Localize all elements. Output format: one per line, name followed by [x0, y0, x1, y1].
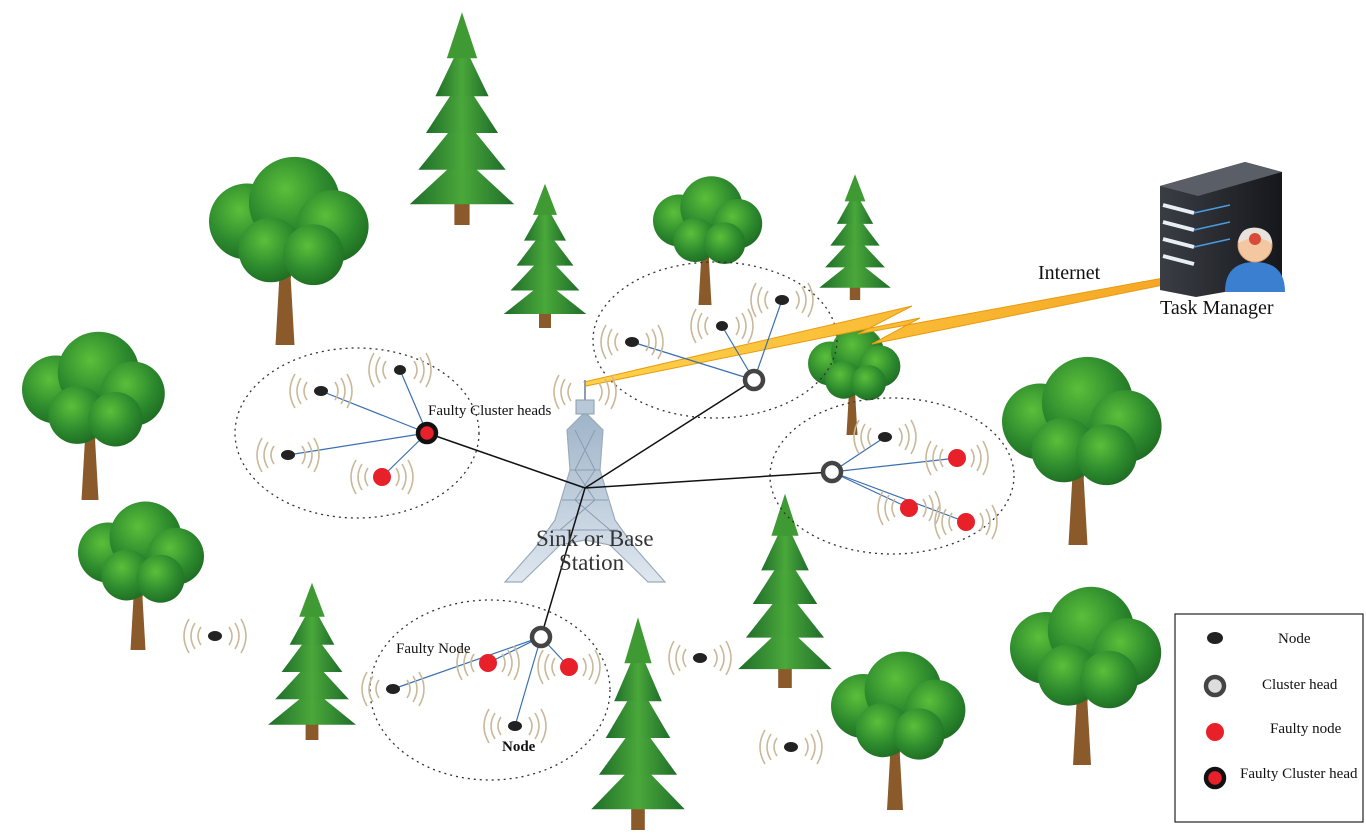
tree-icon	[653, 176, 763, 305]
tree-icon	[409, 12, 515, 226]
task-manager-label: Task Manager	[1160, 297, 1274, 319]
server-with-user-icon	[1160, 162, 1285, 297]
node	[281, 450, 295, 460]
tree-icon	[503, 183, 587, 328]
cluster-boundary-left	[234, 347, 480, 519]
cluster-head	[820, 460, 844, 484]
faulty-cluster-head	[415, 421, 439, 445]
node	[208, 631, 222, 641]
tree-icon	[808, 326, 901, 435]
cluster-boundary-bottom	[369, 599, 611, 781]
cluster-boundary-right	[769, 397, 1015, 555]
faulty-cluster-heads-label: Faulty Cluster heads	[428, 403, 551, 419]
node	[878, 432, 892, 442]
node	[508, 721, 522, 731]
node-label: Node	[502, 739, 536, 755]
faulty-node	[560, 658, 578, 676]
cluster-head	[742, 368, 766, 392]
sink-label-line2: Station	[559, 550, 625, 575]
legend-cluster-head-label: Cluster head	[1262, 677, 1338, 693]
faulty-node	[479, 654, 497, 672]
cluster-head	[529, 625, 553, 649]
tree-icon	[1002, 356, 1162, 545]
node	[386, 684, 400, 694]
legend-faulty-node-label: Faulty node	[1270, 721, 1342, 737]
sink-label-line1: Sink or Base	[536, 526, 654, 551]
tree-icon	[819, 174, 891, 300]
transmission-tower-icon	[503, 374, 667, 583]
legend: Node Cluster head Faulty node Faulty Clu…	[1174, 613, 1364, 823]
cluster-boundaries	[234, 261, 1015, 781]
node	[693, 653, 707, 663]
legend-node-label: Node	[1278, 631, 1311, 647]
internet-label: Internet	[1038, 262, 1101, 284]
node	[625, 337, 639, 347]
faulty-node	[373, 468, 391, 486]
node	[716, 321, 728, 331]
node	[394, 365, 406, 375]
faulty-node-label: Faulty Node	[396, 641, 471, 657]
faulty-node	[948, 449, 966, 467]
cluster-heads	[415, 368, 844, 649]
legend-cluster-head-symbol	[1203, 674, 1227, 698]
faulty-nodes	[373, 449, 975, 676]
tree-icon	[1010, 586, 1162, 765]
tree-icon	[738, 493, 832, 688]
tree-icon	[831, 651, 966, 810]
tree-icon	[21, 331, 165, 500]
tree-icon	[209, 156, 369, 345]
faulty-node	[957, 513, 975, 531]
legend-faulty-cluster-head-label: Faulty Cluster head	[1240, 766, 1358, 782]
faulty-node	[900, 499, 918, 517]
backbone-links	[426, 379, 833, 638]
legend-node-symbol	[1207, 632, 1223, 644]
tree-icon	[268, 582, 356, 740]
sensor-nodes	[208, 295, 892, 752]
cluster-boundary-top	[592, 261, 838, 419]
node	[775, 295, 789, 305]
legend-faulty-cluster-head-symbol	[1203, 766, 1227, 790]
node	[784, 742, 798, 752]
node	[314, 386, 328, 396]
legend-faulty-node-symbol	[1206, 723, 1224, 741]
